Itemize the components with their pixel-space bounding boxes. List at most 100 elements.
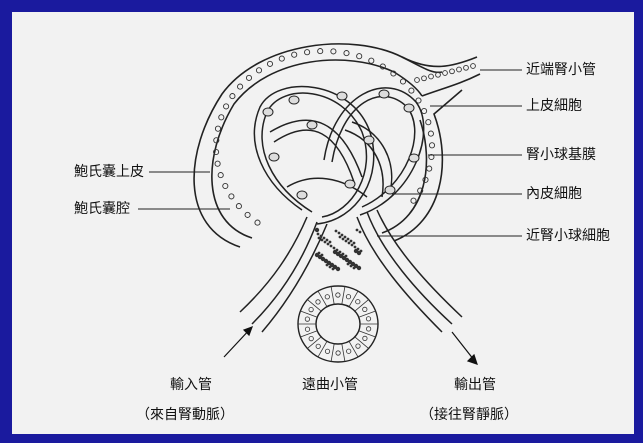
tubule-cell-nucleus [305,327,309,331]
tubule-cell-wall [318,291,327,307]
jg-dot [333,247,336,250]
label-afferent-arteriole: 輸入管 [170,377,212,393]
jg-dot [323,237,326,240]
tubule-cell-wall [342,287,345,305]
capsule-cell-dot [279,56,284,61]
nucleus [269,153,279,161]
capsule-cell-dot [256,68,261,73]
jg-dot [339,236,342,239]
tubule-cell-dot [457,67,462,72]
jg-dot [347,263,350,266]
jg-dot [341,234,344,237]
tubule-cell-nucleus [347,349,351,353]
jg-dot [350,265,353,268]
capsule-cell-dot [427,166,432,171]
tubule-cell-nucleus [356,300,360,304]
tubule-cell-wall [318,341,327,357]
capsule-cell-dot [369,58,374,63]
capsule-cell-dot [267,61,272,66]
tubule-cell-nucleus [309,336,313,340]
tubule-cell-wall [359,311,376,317]
label-glomerular-basement-membrane: 腎小球基膜 [526,147,596,163]
jg-dot [345,240,348,243]
arterioles [240,210,462,332]
capsule-cell-dot [238,84,243,89]
tubule-cell-wall [355,337,369,349]
jg-dot [354,246,357,249]
jg-dot [348,242,351,245]
tubule-cell-dot [436,72,441,77]
tubule-cell-nucleus [325,349,329,353]
nucleus [297,191,307,199]
jg-dot [356,229,359,232]
nucleus [409,154,419,162]
jg-dot [347,238,350,241]
tubule-cell-nucleus [325,295,329,299]
tubule-cell-wall [300,331,317,337]
jg-dot [318,237,321,240]
jg-dot [324,241,327,244]
jg-dot [317,233,320,236]
capsule-cell-dot [400,79,405,84]
tubule-cell-dot [429,74,434,79]
capsule-cell-dot [292,52,297,57]
tubule-cell-nucleus [356,344,360,348]
tubule-cell-nucleus [346,295,350,299]
label-afferent-arteriole-note: （來自腎動脈） [136,407,234,423]
jg-dot [330,245,333,248]
jg-dot [350,240,353,243]
jg-dot [351,244,354,247]
nucleus [345,180,355,188]
label-epithelial-cell: 上皮細胞 [526,98,582,114]
tubule-cell-nucleus [316,300,320,304]
tubule-cell-dot [422,76,427,81]
jg-dot [321,239,324,242]
leader-lines [138,70,522,236]
capsule-cell-dot [428,131,433,136]
tubule-cell-wall [342,344,345,362]
tubule-cell-wall [359,331,376,337]
label-proximal-tubule: 近端腎小管 [526,62,596,78]
jg-dot [342,238,345,241]
tubule-cell-dot [471,64,476,69]
label-efferent-arteriole-note: （接往腎靜脈） [420,407,518,423]
capsule-cell-dot [331,49,336,54]
jg-dot [326,264,329,267]
tubule-cell-nucleus [309,307,313,311]
capsule-cell-dot [215,161,220,166]
label-bowman-capsule-epithelium: 鮑氏囊上皮 [74,164,144,180]
nucleus [379,90,389,98]
tubule-cell-dot [464,65,469,70]
nucleus [337,92,347,100]
label-efferent-arteriole: 輸出管 [454,377,496,393]
tubule-cell-wall [349,291,358,307]
capillary-loops [254,87,423,224]
jg-dot [344,236,347,239]
nucleus [307,121,317,129]
tubule-cell-nucleus [336,351,340,355]
diagram-panel: 近端腎小管 上皮細胞 鮑氏囊上皮 腎小球基膜 鮑氏囊腔 內皮細胞 近腎小球細胞 … [12,12,634,434]
tubule-cell-wall [331,287,334,305]
flow-arrows [224,327,477,364]
capsule-cell-dot [230,94,235,99]
tubule-cell-nucleus [305,317,309,321]
jg-dot [327,243,330,246]
jg-dot [353,242,356,245]
capsule-cell-dot [224,104,229,109]
capsule-cell-dot [411,198,416,203]
tubule-cell-wall [331,344,334,362]
capsule-cell-dot [218,173,223,178]
tubule-cell-wall [349,341,358,357]
capsule-cell-dot [344,51,349,56]
capsule-cell-dot [255,220,260,225]
label-juxtaglomerular-cell: 近腎小球細胞 [526,228,610,244]
capsule-cell-dot [219,115,224,120]
label-distal-tubule: 遠曲小管 [302,377,358,393]
capsule-cell-dot [426,120,431,125]
label-bowman-capsule-cavity: 鮑氏囊腔 [74,201,130,217]
jg-dot [359,231,362,234]
nucleus [263,108,273,116]
nucleus [364,136,374,144]
capsule-cell-dot [236,204,241,209]
capsule-cell-dot [357,54,362,59]
